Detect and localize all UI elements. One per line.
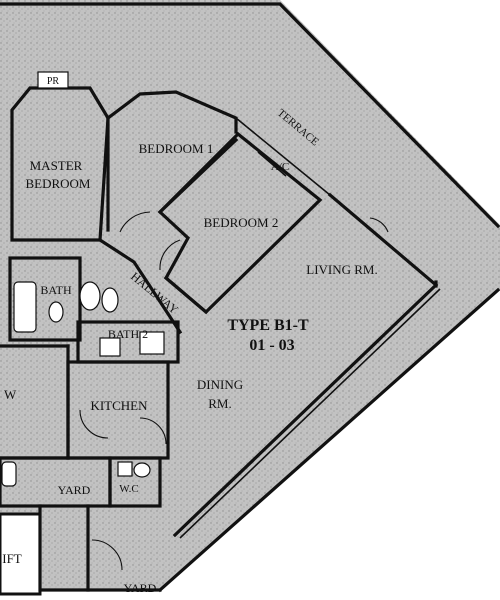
bottom-yard-wall bbox=[38, 504, 162, 592]
cut-text-label: W bbox=[4, 387, 17, 402]
bath2-shower bbox=[139, 331, 165, 355]
living-facade-wall bbox=[327, 192, 439, 288]
terrace-railing bbox=[235, 117, 331, 196]
lift-shaft bbox=[0, 512, 42, 596]
outer-wall bbox=[0, 2, 500, 229]
living-room-label: LIVING RM. bbox=[306, 262, 378, 277]
wc-room bbox=[108, 456, 162, 508]
bath2-label: BATH 2 bbox=[108, 327, 148, 341]
type-label: TYPE B1-T bbox=[227, 317, 309, 334]
bedroom1-label: BEDROOM 1 bbox=[139, 141, 214, 156]
pr-box bbox=[37, 71, 69, 89]
yard-left-label: YARD bbox=[58, 483, 91, 497]
bedroom1-door-swing bbox=[119, 211, 151, 233]
living-door-swing bbox=[369, 217, 389, 233]
glazing-line bbox=[179, 288, 441, 539]
pr-label: PR bbox=[47, 76, 60, 87]
dining-label-line2: RM. bbox=[208, 396, 231, 411]
bath2-fixture bbox=[99, 337, 121, 357]
kitchen-label: KITCHEN bbox=[90, 398, 148, 413]
lift-label: IFT bbox=[2, 551, 22, 566]
outer-wall-diagonal bbox=[157, 287, 500, 593]
bath-label: BATH bbox=[40, 283, 72, 297]
yard-bottom-label: YARD bbox=[124, 581, 157, 595]
left-fixture bbox=[1, 461, 17, 487]
hallway-wall-right bbox=[163, 275, 209, 315]
dining-label-line1: DINING bbox=[197, 377, 243, 392]
yard-door-swing bbox=[91, 539, 123, 571]
ac-label: A/C bbox=[271, 161, 289, 173]
kitchen-door-swing-2 bbox=[79, 409, 109, 439]
bath-toilet bbox=[48, 301, 64, 323]
bathtub bbox=[13, 281, 37, 333]
ac-ledge bbox=[257, 151, 287, 177]
unit-numbers-label: 01 - 03 bbox=[249, 337, 294, 354]
wc-basin bbox=[117, 461, 133, 477]
bedroom1-bay bbox=[105, 90, 238, 134]
wc-label: W.C bbox=[119, 483, 138, 495]
master-bedroom-label-line2: BEDROOM bbox=[25, 176, 90, 191]
master-bedroom-label-line1: MASTER bbox=[30, 158, 83, 173]
hallway-wall-left bbox=[97, 237, 183, 335]
kitchen-door-swing bbox=[139, 417, 167, 445]
bath-basin bbox=[79, 281, 101, 311]
wc-toilet bbox=[133, 462, 151, 478]
bath-basin-2 bbox=[101, 287, 119, 313]
bedroom1-bottom-wall bbox=[157, 137, 239, 215]
bedroom2-door-swing bbox=[159, 239, 181, 271]
living-diagonal-wall bbox=[172, 282, 439, 538]
bedroom2-label: BEDROOM 2 bbox=[204, 215, 279, 230]
